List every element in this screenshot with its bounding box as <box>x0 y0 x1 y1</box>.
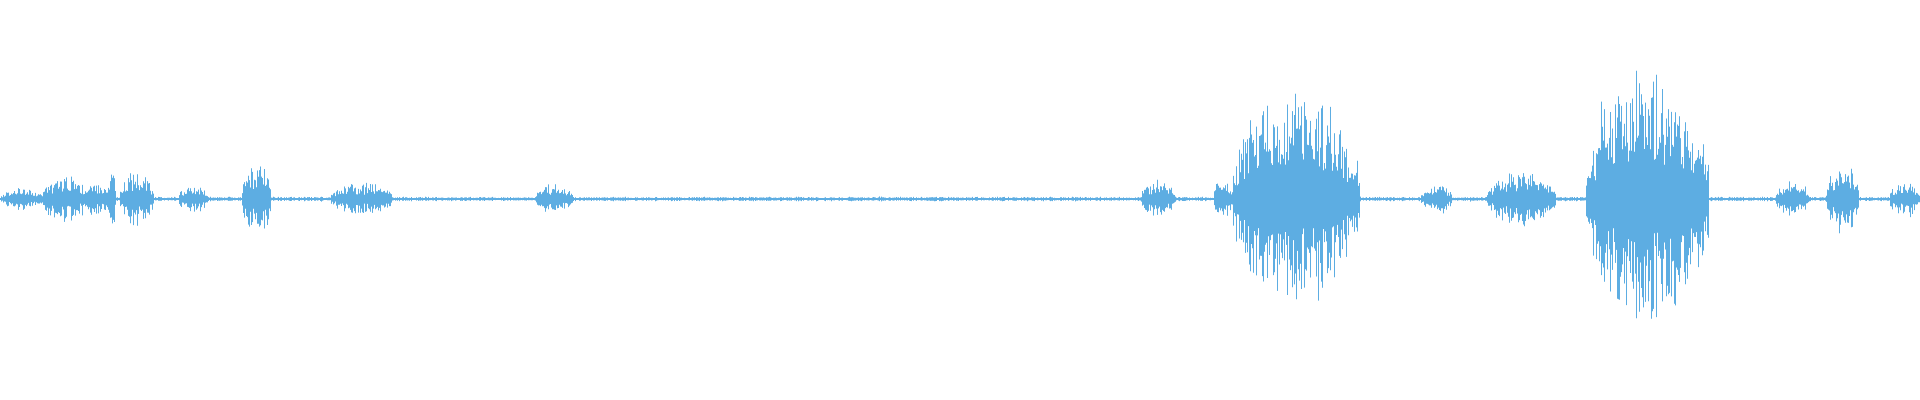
waveform-samples <box>0 70 1920 319</box>
waveform-path <box>0 70 1920 319</box>
